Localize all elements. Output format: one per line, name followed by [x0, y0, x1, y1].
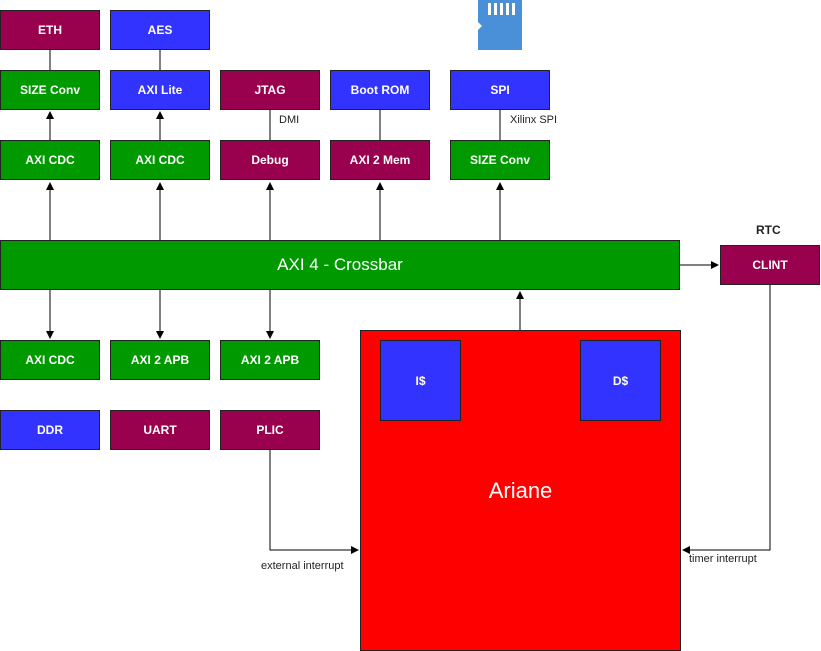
- axi2apb-1-label: AXI 2 APB: [130, 353, 190, 367]
- size-conv-left-block: SIZE Conv: [0, 70, 100, 110]
- xilinx-spi-label: Xilinx SPI: [510, 114, 558, 126]
- plic-block: PLIC: [220, 410, 320, 450]
- axi2mem-label: AXI 2 Mem: [349, 153, 411, 167]
- ddr-label: DDR: [37, 423, 63, 437]
- timer-interrupt-label: timer interrupt: [689, 553, 757, 565]
- icache-label: I$: [415, 373, 426, 388]
- ddr-block: DDR: [0, 410, 100, 450]
- debug-block: Debug: [220, 140, 320, 180]
- boot-rom-label: Boot ROM: [350, 83, 410, 97]
- lower-axi-cdc-block: AXI CDC: [0, 340, 100, 380]
- spi-block: SPI: [450, 70, 550, 110]
- axi2mem-block: AXI 2 Mem: [330, 140, 430, 180]
- jtag-label: JTAG: [254, 83, 286, 97]
- icache-block: I$: [380, 340, 461, 421]
- axi-crossbar-block: AXI 4 - Crossbar: [0, 240, 680, 290]
- dcache-block: D$: [580, 340, 661, 421]
- lower-axi-cdc-label: AXI CDC: [25, 353, 75, 367]
- axi-lite-block: AXI Lite: [110, 70, 210, 110]
- plic-label: PLIC: [256, 423, 284, 437]
- size-conv-right-block: SIZE Conv: [450, 140, 550, 180]
- eth-block: ETH: [0, 10, 100, 50]
- size-conv-left-label: SIZE Conv: [19, 83, 80, 97]
- external-interrupt-label: external interrupt: [261, 560, 344, 572]
- clint-label: CLINT: [752, 258, 788, 272]
- axi-crossbar-label: AXI 4 - Crossbar: [277, 255, 403, 274]
- uart-block: UART: [110, 410, 210, 450]
- dmi-label: DMI: [279, 114, 300, 126]
- boot-rom-block: Boot ROM: [330, 70, 430, 110]
- arrow-plic-ariane: [269, 450, 359, 554]
- arrow-clint-ariane: [682, 285, 771, 554]
- dcache-label: D$: [612, 373, 629, 388]
- axi-cdc-1-block: AXI CDC: [0, 140, 100, 180]
- size-conv-right-label: SIZE Conv: [469, 153, 530, 167]
- axi2apb-2-label: AXI 2 APB: [240, 353, 300, 367]
- axi2apb-2-block: AXI 2 APB: [220, 340, 320, 380]
- aes-block: AES: [110, 10, 210, 50]
- jtag-block: JTAG: [220, 70, 320, 110]
- axi-cdc-2-label: AXI CDC: [135, 153, 185, 167]
- eth-label: ETH: [38, 23, 62, 37]
- uart-label: UART: [143, 423, 177, 437]
- ariane-label: Ariane: [488, 477, 553, 503]
- spi-label: SPI: [490, 83, 510, 97]
- axi-cdc-2-block: AXI CDC: [110, 140, 210, 180]
- axi-cdc-1-label: AXI CDC: [25, 153, 75, 167]
- clint-block: CLINT: [720, 245, 820, 285]
- axi2apb-1-block: AXI 2 APB: [110, 340, 210, 380]
- debug-label: Debug: [251, 153, 289, 167]
- axi-lite-label: AXI Lite: [137, 83, 183, 97]
- aes-label: AES: [147, 23, 173, 37]
- sd-card-icon: [478, 0, 522, 50]
- rtc-label: RTC: [756, 223, 781, 237]
